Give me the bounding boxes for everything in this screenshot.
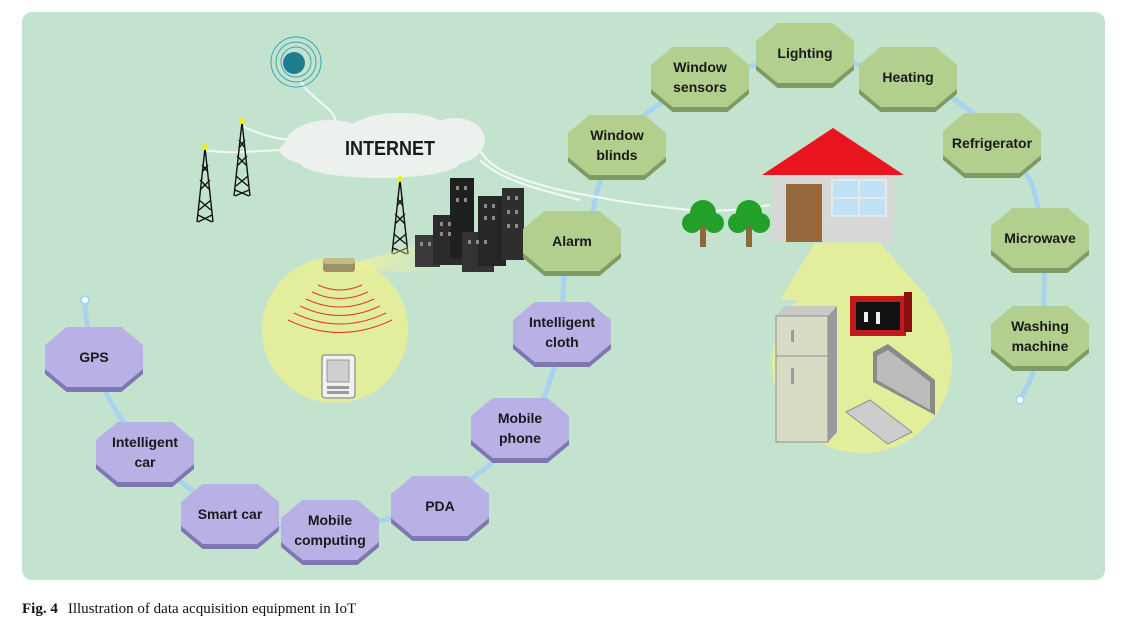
chain-end-dot	[1015, 395, 1025, 405]
house-icon	[762, 128, 904, 242]
personal-node-label: Intelligent	[529, 314, 595, 330]
home-node-label: blinds	[596, 147, 637, 163]
tree-icon	[682, 200, 724, 247]
home-nodes: Window blinds Window sensors LightingHeating…	[568, 23, 1089, 371]
home-node-label: Window	[590, 127, 644, 143]
microwave-icon	[850, 292, 912, 336]
chain-end-dot	[80, 295, 90, 305]
internet-cloud	[280, 113, 485, 178]
home-node-label: Lighting	[777, 45, 832, 61]
home-node: Refrigerator	[943, 113, 1041, 178]
cell-tower-icon	[233, 118, 251, 197]
personal-node-label: Intelligent	[112, 434, 178, 450]
personal-node-shape	[513, 302, 611, 362]
refrigerator-icon	[775, 306, 837, 443]
caption-text: Illustration of data acquisition equipme…	[67, 601, 357, 617]
home-node: Washing machine	[991, 306, 1089, 371]
personal-node-shape	[45, 327, 143, 387]
desktop-computer-icon	[845, 344, 935, 445]
sensor-highlight-circle	[262, 257, 408, 403]
personal-node-label: Alarm	[552, 233, 592, 249]
home-node-label: sensors	[673, 79, 727, 95]
personal-node-label: PDA	[425, 498, 455, 514]
personal-node: Alarm	[523, 211, 621, 276]
roof	[762, 128, 904, 175]
home-node-shape	[568, 115, 666, 175]
home-node-shape	[991, 208, 1089, 268]
home-node: Window sensors	[651, 47, 749, 112]
personal-node: Intelligent cloth	[513, 302, 611, 367]
tree-icon	[728, 200, 770, 247]
personal-node-label: GPS	[79, 349, 109, 365]
personal-node-label: Mobile	[308, 512, 353, 528]
personal-node: Mobile phone	[471, 398, 569, 463]
personal-node-shape	[181, 484, 279, 544]
signal-waves-icon	[287, 284, 393, 333]
home-node: Window blinds	[568, 115, 666, 180]
figure-caption: Fig. 4 Illustration of data acquisition e…	[22, 601, 356, 618]
personal-node-shape	[391, 476, 489, 536]
personal-node-shape	[471, 398, 569, 458]
home-node-shape	[859, 47, 957, 107]
personal-node-shape	[281, 500, 379, 560]
personal-node-shape	[523, 211, 621, 271]
personal-node-shape	[96, 422, 194, 482]
personal-node: Intelligent car	[96, 422, 194, 487]
home-node-label: Microwave	[1004, 230, 1076, 246]
personal-node-label: cloth	[545, 334, 578, 350]
home-node: Microwave	[991, 208, 1089, 273]
home-node-shape	[991, 306, 1089, 366]
personal-node: Smart car	[181, 484, 279, 549]
figure-number: Fig. 4	[22, 601, 58, 617]
home-node-shape	[651, 47, 749, 107]
personal-node: PDA	[391, 476, 489, 541]
home-node: Heating	[859, 47, 957, 112]
home-node-label: Heating	[882, 69, 933, 85]
personal-node-label: car	[134, 454, 156, 470]
personal-node-label: phone	[499, 430, 541, 446]
home-node-label: machine	[1012, 338, 1069, 354]
home-node-label: Window	[673, 59, 727, 75]
home-node: Lighting	[756, 23, 854, 88]
home-node-shape	[943, 113, 1041, 173]
home-node-shape	[756, 23, 854, 83]
personal-node-label: computing	[294, 532, 366, 548]
home-node-label: Refrigerator	[952, 135, 1033, 151]
personal-node: Mobile computing	[281, 500, 379, 565]
sensor-device-icon	[323, 258, 355, 272]
personal-node: GPS	[45, 327, 143, 392]
satellite-icon	[270, 36, 322, 88]
internet-label: INTERNET	[345, 138, 435, 160]
pda-icon	[321, 354, 356, 399]
home-node-label: Washing	[1011, 318, 1069, 334]
cell-tower-icon	[196, 144, 214, 223]
city-buildings-icon	[415, 178, 524, 272]
personal-node-label: Mobile	[498, 410, 543, 426]
personal-node-label: Smart car	[198, 506, 263, 522]
